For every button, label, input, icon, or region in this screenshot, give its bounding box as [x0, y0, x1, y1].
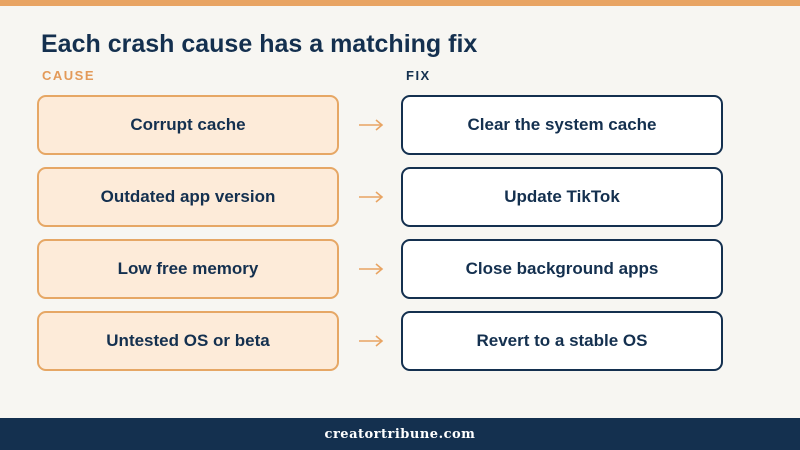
cause-fix-row: Outdated app version Update TikTok	[37, 167, 723, 227]
fix-box: Close background apps	[401, 239, 723, 299]
cause-fix-row: Low free memory Close background apps	[37, 239, 723, 299]
cause-fix-list: Corrupt cache Clear the system cache Out…	[37, 95, 723, 383]
cause-fix-row: Corrupt cache Clear the system cache	[37, 95, 723, 155]
cause-box: Untested OS or beta	[37, 311, 339, 371]
footer-bar: creatortribune.com	[0, 418, 800, 450]
fix-box: Clear the system cache	[401, 95, 723, 155]
cause-box: Corrupt cache	[37, 95, 339, 155]
arrow-right-icon	[359, 263, 384, 275]
cause-box: Outdated app version	[37, 167, 339, 227]
cause-fix-row: Untested OS or beta Revert to a stable O…	[37, 311, 723, 371]
arrow-right-icon	[359, 119, 384, 131]
page-title: Each crash cause has a matching fix	[41, 30, 478, 58]
footer-site-name[interactable]: creatortribune.com	[324, 426, 476, 442]
cause-column-label: CAUSE	[42, 68, 96, 83]
arrow-right-icon	[359, 191, 384, 203]
top-accent-bar	[0, 0, 800, 6]
fix-box: Revert to a stable OS	[401, 311, 723, 371]
arrow-right-icon	[359, 335, 384, 347]
fix-column-label: FIX	[406, 68, 431, 83]
cause-box: Low free memory	[37, 239, 339, 299]
fix-box: Update TikTok	[401, 167, 723, 227]
